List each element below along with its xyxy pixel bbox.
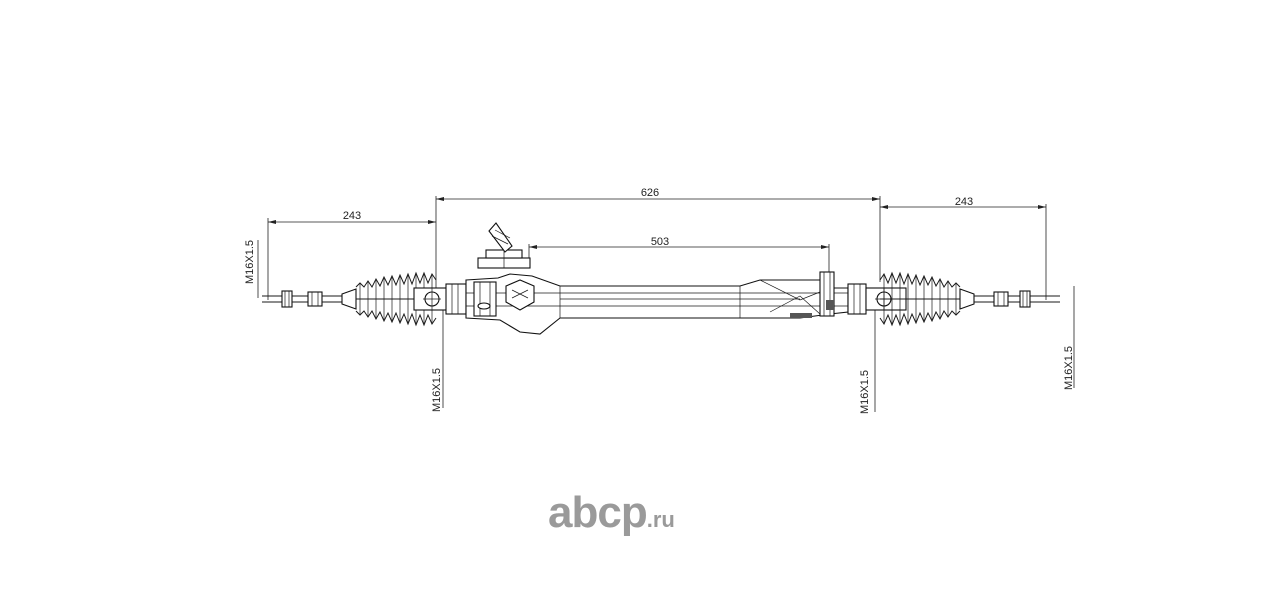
dimension-626-label: 626 — [641, 187, 659, 199]
right-bellows — [879, 271, 961, 327]
dimension-243-left-label: 243 — [343, 210, 361, 222]
dimension-overall: 626 — [435, 187, 881, 290]
thread-left-inner: M16X1.5 — [431, 300, 444, 412]
watermark-tld: .ru — [646, 507, 675, 532]
dimension-503-label: 503 — [651, 236, 669, 248]
left-inner-joint — [413, 283, 467, 315]
thread-right-outer-label: M16X1.5 — [1063, 346, 1075, 390]
right-tie-rod — [959, 288, 1060, 310]
thread-right-inner-label: M16X1.5 — [859, 370, 871, 414]
dimension-travel: 503 — [528, 236, 830, 272]
dimension-243-right-label: 243 — [955, 196, 973, 208]
abcp-watermark-logo: abcp.ru — [548, 488, 675, 538]
watermark-name: abcp — [548, 488, 648, 537]
thread-left-outer: M16X1.5 — [244, 240, 259, 298]
thread-right-outer: M16X1.5 — [1063, 286, 1075, 390]
thread-left-inner-label: M16X1.5 — [431, 368, 443, 412]
dimension-left-tie-rod: 243 — [267, 210, 436, 300]
thread-right-inner: M16X1.5 — [859, 308, 876, 414]
thread-left-outer-label: M16X1.5 — [244, 240, 256, 284]
left-tie-rod — [262, 288, 357, 310]
pinion-input-shaft — [477, 222, 535, 311]
dimension-right-tie-rod: 243 — [880, 196, 1047, 300]
